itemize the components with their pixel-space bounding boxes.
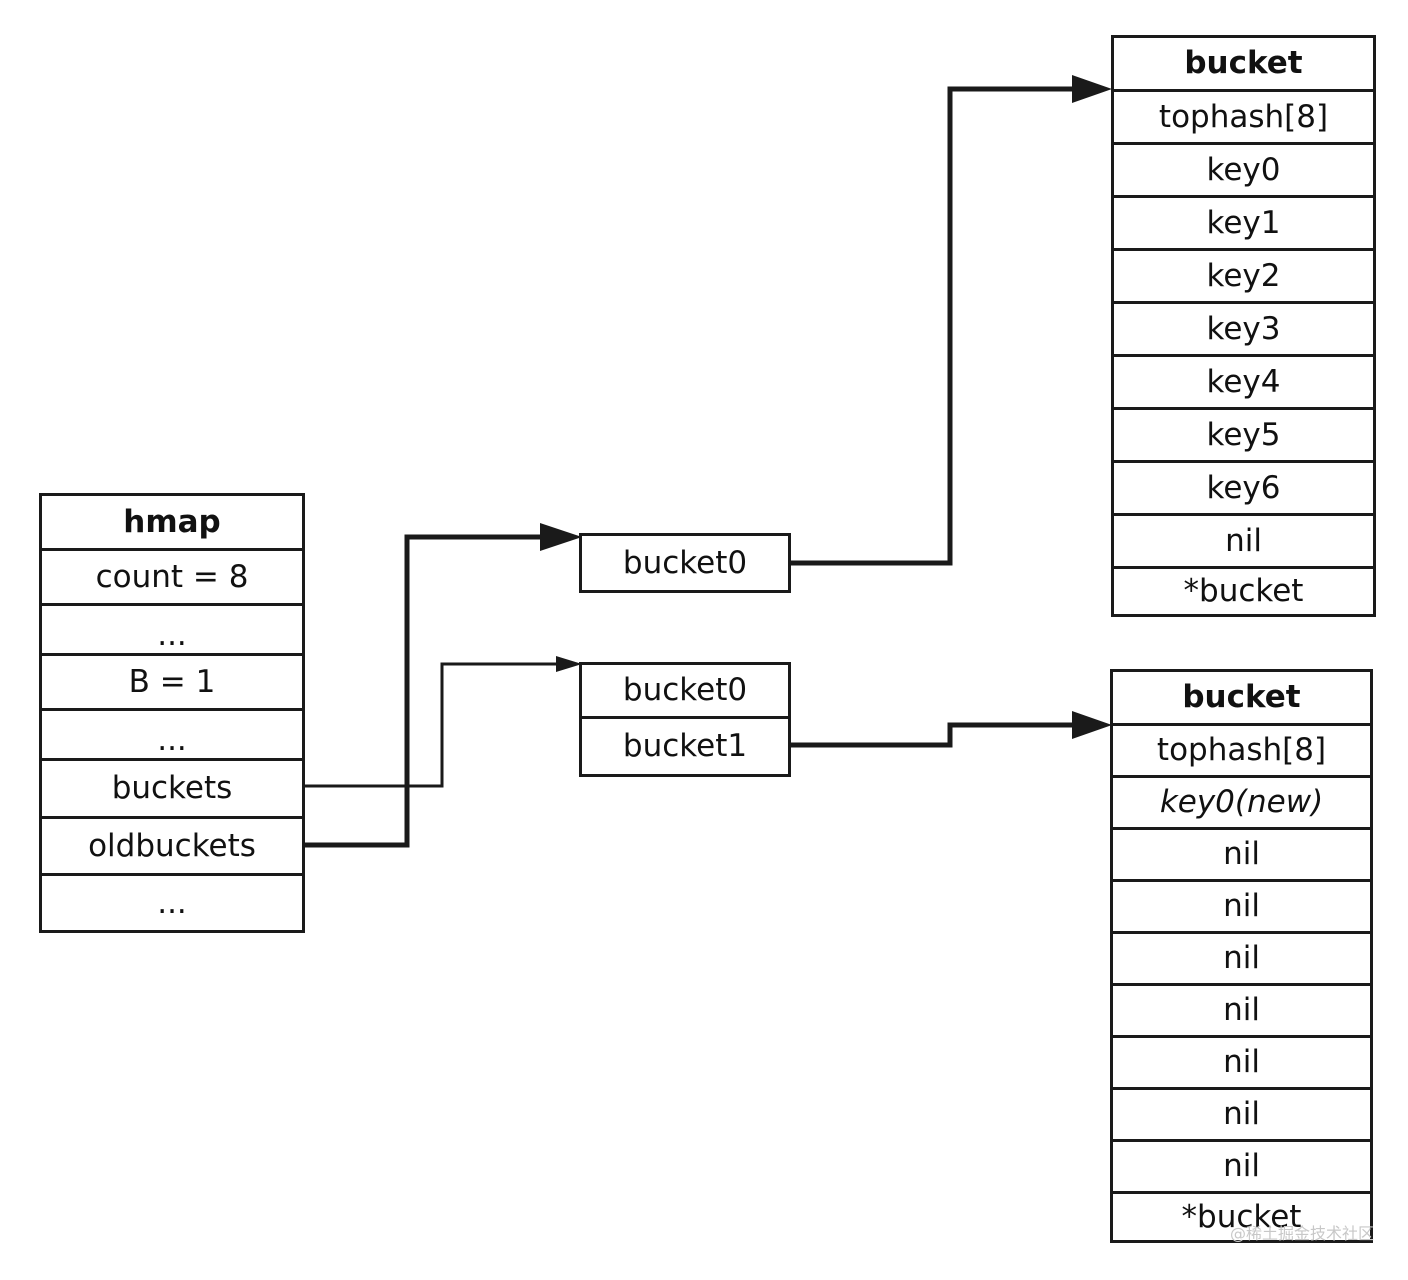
new-bucket-array: bucket0 bucket1: [579, 662, 791, 777]
bucket-nil-field: nil: [1113, 830, 1370, 882]
old-bucket-array: bucket0: [579, 533, 791, 593]
bucket-key-field: key5: [1114, 410, 1373, 463]
bucket-nil-field: nil: [1113, 1142, 1370, 1194]
hmap-ellipsis-field: ...: [42, 711, 302, 761]
bucket-key-field: key0: [1114, 145, 1373, 198]
bucket-nil-field: nil: [1114, 516, 1373, 569]
bucket-nil-field: nil: [1113, 1038, 1370, 1090]
bucket-nil-field: nil: [1113, 986, 1370, 1038]
hmap-oldbuckets-field: oldbuckets: [42, 819, 302, 876]
bucket-overflow-field: *bucket: [1181, 1198, 1302, 1235]
bucket-nil-field: nil: [1113, 1090, 1370, 1142]
new-array-bucket1: bucket1: [622, 728, 748, 764]
oldbuckets-arrowhead: [540, 523, 582, 551]
bucket-overflow-field: *bucket: [1183, 573, 1304, 609]
watermark: @稀土掘金技术社区: [1229, 1224, 1374, 1243]
oldbuckets-arrow: [305, 534, 540, 848]
bucket-key-field: key3: [1114, 304, 1373, 357]
old-bucket0-arrow: [790, 86, 1072, 566]
bucket-key-field: key6: [1114, 463, 1373, 516]
bucket-nil-field: nil: [1113, 882, 1370, 934]
bucket-struct-top: bucket tophash[8] key0 key1 key2 key3 ke…: [1111, 35, 1376, 617]
bucket-struct-bottom: bucket tophash[8] key0(new) nil nil nil …: [1110, 669, 1373, 1243]
buckets-arrow: [305, 662, 556, 788]
bucket-key-field: key1: [1114, 198, 1373, 251]
bucket-tophash-field: tophash[8]: [1113, 726, 1370, 778]
old-array-bucket0: bucket0: [622, 544, 748, 581]
bucket-key-field: key4: [1114, 357, 1373, 410]
hmap-ellipsis-field: ...: [42, 606, 302, 656]
hmap-ellipsis-field: ...: [157, 884, 187, 921]
bucket-nil-field: nil: [1113, 934, 1370, 986]
bucket-tophash-field: tophash[8]: [1114, 92, 1373, 145]
bucket-title: bucket: [1113, 672, 1370, 726]
hmap-buckets-field: buckets: [42, 761, 302, 819]
new-bucket1-arrowhead: [1072, 711, 1112, 739]
old-bucket0-arrowhead: [1072, 75, 1112, 103]
hmap-title: hmap: [42, 496, 302, 551]
bucket-new-key-field: key0(new): [1113, 778, 1370, 830]
new-array-bucket0: bucket0: [582, 665, 788, 719]
hmap-b-field: B = 1: [42, 656, 302, 711]
bucket-title: bucket: [1114, 38, 1373, 92]
bucket-key-field: key2: [1114, 251, 1373, 304]
hmap-struct: hmap count = 8 ... B = 1 ... buckets old…: [39, 493, 305, 933]
hmap-count-field: count = 8: [42, 551, 302, 606]
new-bucket1-arrow: [790, 722, 1072, 748]
